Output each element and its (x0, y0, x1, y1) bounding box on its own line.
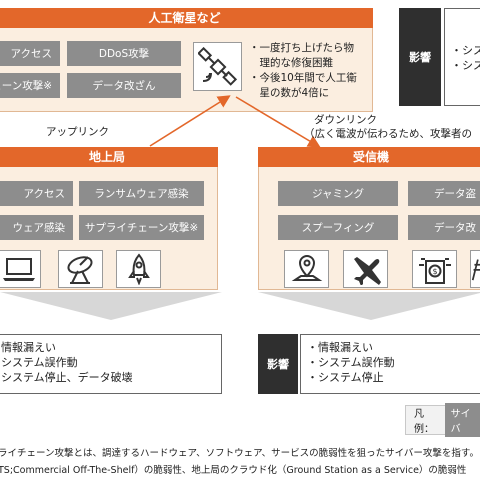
ground-impact-2: システム誤作動 (1, 356, 78, 369)
ground-impact-chevron (0, 292, 222, 322)
ground-attack-supply-chain: サプライチェーン攻撃※ (79, 215, 204, 240)
ground-icon-box-dish (58, 250, 103, 288)
receiver-icon-box-plane (343, 250, 388, 288)
power-tower-icon (471, 259, 480, 281)
downlink-note: （広く電波が伝わるため、攻撃者の (304, 128, 472, 140)
receiver-attack-data-theft: データ盗 (408, 181, 480, 206)
uplink-arrow (149, 95, 231, 147)
ground-icon-box-laptop (0, 250, 41, 288)
ground-impact-3: システム停止、データ破壊 (1, 371, 133, 384)
receiver-impact-2: ・システム誤作動 (307, 356, 395, 369)
ground-impact-1: 情報漏えい (1, 341, 56, 354)
legend-label: 凡例： (414, 409, 434, 435)
receiver-icon-box-atm: $ (412, 250, 457, 288)
dish-antenna-icon (66, 256, 93, 284)
ground-attack-access: アクセス (0, 181, 73, 206)
satellite-note-3: ・今後10年間で人工衛 (249, 72, 357, 84)
receiver-impact-3: ・システム停止 (307, 371, 384, 384)
rocket-icon (127, 253, 150, 285)
receiver-impact-box: ・情報漏えい ・システム誤作動 ・システム停止 (300, 334, 480, 394)
ground-impact-box: 情報漏えい システム誤作動 システム停止、データ破壊 (0, 334, 222, 394)
footnote-1: ライチェーン攻撃とは、調達するハードウェア、ソフトウェア、サービスの脆弱性を狙っ… (0, 448, 479, 459)
chevron-down-icon (258, 292, 480, 320)
chevron-down-icon (0, 292, 222, 320)
receiver-impact-chevron (258, 292, 480, 322)
receiver-icon-box-tower (470, 250, 480, 288)
satellite-attack-access: アクセス (0, 41, 60, 66)
satellite-attack-data-tamper: データ改ざん (67, 73, 181, 98)
satellite-icon-box (193, 42, 242, 91)
footnote-2: TS;Commercial Off-The-Shelf）の脆弱性、地上局のクラウ… (0, 465, 467, 476)
ground-title: 地上局 (0, 147, 218, 167)
satellite-note-2: 理的な修復困難 (249, 57, 333, 69)
legend-chip-cyber-attack: サイバ (444, 403, 480, 437)
receiver-title: 受信機 (258, 147, 480, 167)
receiver-icon-box-pin (284, 250, 329, 288)
satellite-impact-label: 影響 (399, 8, 441, 106)
satellite-note-1: ・一度打ち上げたら物 (249, 42, 354, 54)
receiver-impact-label: 影響 (258, 334, 298, 394)
laptop-icon (2, 258, 35, 281)
satellite-icon (197, 46, 237, 86)
satellite-attack-supply-chain: チェーン攻撃※ (0, 73, 60, 98)
satellite-title: 人工衛星など (0, 8, 373, 28)
uplink-label: アップリンク (46, 126, 109, 138)
airplane-icon (353, 257, 381, 285)
legend: 凡例： サイバ (405, 403, 480, 437)
dollar-atm-icon: $ (418, 258, 451, 284)
receiver-attack-jamming: ジャミング (278, 181, 398, 206)
receiver-attack-data-tamper: データ改 (408, 215, 480, 240)
svg-text:$: $ (432, 267, 437, 276)
receiver-impact-1: ・情報漏えい (307, 341, 373, 354)
satellite-impact-2: ・シス (451, 59, 480, 72)
downlink-label: ダウンリンク (314, 114, 377, 126)
receiver-attack-spoofing: スプーフィング (278, 215, 398, 240)
ground-icon-box-rocket (116, 250, 161, 288)
satellite-impact-box: ・シス ・シス (444, 8, 480, 106)
downlink-arrow (235, 96, 321, 148)
ground-attack-malware: ウェア感染 (0, 215, 73, 240)
satellite-impact-1: ・シス (451, 44, 480, 57)
satellite-attack-ddos: DDoS攻撃 (67, 41, 181, 66)
ground-attack-ransomware: ランサムウェア感染 (79, 181, 204, 206)
satellite-note-4: 星の数が4倍に (249, 87, 330, 99)
satellite-notes: ・一度打ち上げたら物 理的な修復困難 ・今後10年間で人工衛 星の数が4倍に (249, 41, 357, 101)
map-pin-icon (291, 254, 322, 281)
